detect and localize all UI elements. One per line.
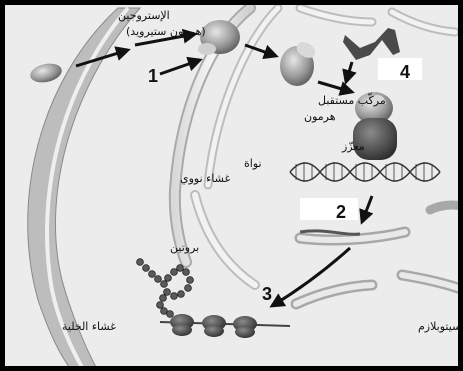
receptor-complex-label-line1: مركّب مستقبل <box>318 92 386 107</box>
step-2-number: 2 <box>336 202 346 222</box>
cytoplasm-label: سيتوبلازم <box>418 320 461 333</box>
hormone-label-line1: الإستروجين <box>118 9 170 22</box>
enhancer-protein <box>353 118 397 160</box>
hormone-label-line2: (هرمون ستيرويد) <box>126 25 206 38</box>
nucleus-label: نواة <box>244 157 262 170</box>
step-3-number: 3 <box>262 284 272 304</box>
step-1-number: 1 <box>148 66 158 86</box>
cell-membrane-label: غشاء الخلية <box>62 320 116 333</box>
nuclear-membrane-label: غشاء نووي <box>180 172 230 185</box>
ribosomes <box>170 314 257 338</box>
enhancer-label: معزّز <box>341 140 365 153</box>
receptor-complex-label-line2: هرمون <box>304 110 336 123</box>
protein-label: بروتين <box>170 241 199 254</box>
step-4-number: 4 <box>400 62 410 82</box>
